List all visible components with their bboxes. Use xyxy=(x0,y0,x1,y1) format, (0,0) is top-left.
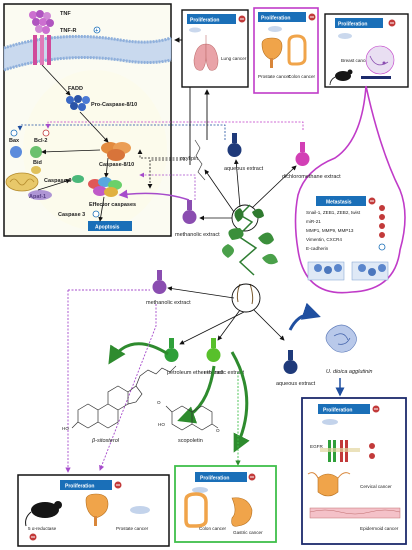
rat-icon xyxy=(25,501,62,527)
scopoletin-structure xyxy=(165,405,219,431)
dichloromethane-label: dichloromethane extract xyxy=(282,174,341,180)
metastasis-item-0: Snail-1, ZEB1, ZEB2, twist xyxy=(306,210,361,215)
svg-text:+: + xyxy=(95,28,98,34)
aqueous-bottom-label: aqueous extract xyxy=(276,381,316,387)
proliferation-label-bottom-right: Proliferation xyxy=(323,408,352,414)
box-cervical-epidermoid: Proliferation EGFR Cervical cancer Epide… xyxy=(301,397,407,545)
apoptosis-label: Apoptosis xyxy=(95,225,120,231)
metastasis-item-4: E-cadherin xyxy=(306,246,329,251)
colon-bottom-icon xyxy=(184,492,208,528)
metastasis-item-3: Vimentin, CXCR4 xyxy=(306,237,342,242)
agglutinin-label: U. dioica agglutinin xyxy=(326,369,372,375)
oxylipin-structure xyxy=(194,139,206,181)
flask-ethanolic xyxy=(206,338,221,362)
ethanolic-label: ethanolic extract xyxy=(204,370,245,376)
flask-methanolic-lower xyxy=(152,270,167,294)
effector-label: Effector caspases xyxy=(89,202,136,208)
tnf-r-label: TNF-R xyxy=(60,28,77,34)
alpha-reductase-label: 5 α-reductase xyxy=(28,526,57,531)
mitochondrion xyxy=(5,172,39,192)
apoptosis-banner xyxy=(88,221,132,231)
breast-label: Breast cancer xyxy=(341,58,370,63)
colon-label: Colon cancer xyxy=(288,74,316,79)
plus-icon xyxy=(93,26,101,34)
methanolic-upper-label: methanolic extract xyxy=(175,232,220,238)
prostate-icon xyxy=(261,37,283,61)
uterus-icon xyxy=(317,473,339,497)
petroleum-ether-label: petroleum ether extract xyxy=(167,370,224,376)
caspase-8-10-label: Caspase-8/10 xyxy=(99,162,134,168)
flask-aqueous-top xyxy=(227,133,242,157)
nettle-plant xyxy=(222,204,278,313)
apoptosis-panel: TNF TNF-R + FADD Pro-Caspase-8/10 Bax Bc… xyxy=(3,3,172,237)
stomach-icon xyxy=(231,497,253,527)
box-colon-gastric: Proliferation Colon cancer Gastric cance… xyxy=(174,465,277,543)
colon-icon xyxy=(287,34,307,66)
box-breast: Proliferation Breast cancer xyxy=(324,13,409,88)
cervical-label: Cervical cancer xyxy=(360,484,392,489)
epidermoid-label: Epidermoid cancer xyxy=(360,526,399,531)
svg-text:HO: HO xyxy=(158,422,165,427)
lung-icon xyxy=(193,35,207,71)
effector-caspase-cluster xyxy=(88,177,122,197)
colon-bottom-label: Colon cancer xyxy=(199,526,227,531)
svg-text:O: O xyxy=(157,400,161,405)
oxylipin-label: oxylipin xyxy=(180,156,198,162)
proliferation-label-bottom-left: Proliferation xyxy=(65,484,94,490)
mouse-icon xyxy=(329,69,353,86)
proliferation-label-breast: Proliferation xyxy=(338,22,367,28)
egfr-label: EGFR xyxy=(310,444,323,449)
methanolic-lower-label: methanolic extract xyxy=(146,300,191,306)
metastasis-title: Metastasis xyxy=(326,200,352,206)
flask-methanolic-upper xyxy=(182,200,197,224)
box-prostate-colon: Proliferation Prostate cancer Colon canc… xyxy=(253,7,319,94)
svg-text:O: O xyxy=(216,428,220,433)
metastasis-item-1: miR-21 xyxy=(306,219,321,224)
sitosterol-structure xyxy=(71,365,177,429)
caspase-3-label: Caspase 3 xyxy=(58,212,85,218)
flask-aqueous-bottom xyxy=(283,350,298,374)
svg-text:HO: HO xyxy=(62,426,69,431)
fadd-cluster xyxy=(66,95,90,111)
breast-icon xyxy=(365,45,395,75)
gastric-label: Gastric cancer xyxy=(233,530,263,535)
tnf-trimer xyxy=(29,10,54,34)
prostate-bottom-label: Prostate cancer xyxy=(116,526,149,531)
bid-label: Bid xyxy=(33,160,42,166)
skin-icon xyxy=(309,507,401,519)
aqueous-top-label: aqueous extract xyxy=(224,166,264,172)
pro-caspase-label: Pro-Caspase-8/10 xyxy=(91,102,137,108)
lung-cancer-label: Lung cancer xyxy=(221,56,247,61)
prostate-label: Prostate cancer xyxy=(258,74,291,79)
agglutinin-structure xyxy=(325,324,357,353)
bax-label: Bax xyxy=(9,138,20,144)
tnf-label: TNF xyxy=(60,11,71,17)
box-lung: Proliferation Lung cancer xyxy=(181,9,249,88)
proliferation-label-bottom-middle: Proliferation xyxy=(200,476,229,482)
caspase-8-10-cluster xyxy=(101,142,131,161)
flask-petroleum-ether xyxy=(164,338,179,362)
metastasis-panel: Metastasis Snail-1, ZEB1, ZEB2, twist mi… xyxy=(294,85,406,294)
egfr-receptor xyxy=(320,440,360,462)
prostate-bottom-icon xyxy=(85,493,109,519)
scopoletin-label: scopoletin xyxy=(178,438,203,444)
bcl2-label: Bcl-2 xyxy=(34,138,47,144)
metastasis-cells xyxy=(307,261,389,281)
metastasis-item-2: MMP1, MMP9, MMP13 xyxy=(306,228,354,233)
fadd-label: FADD xyxy=(68,86,83,92)
sitosterol-label: β-sitosterol xyxy=(91,438,120,444)
proliferation-label-lung: Proliferation xyxy=(190,18,219,24)
caspase-9-label: Caspase-9 xyxy=(44,178,72,184)
flask-dichloromethane xyxy=(295,142,310,166)
proliferation-label-prostate: Proliferation xyxy=(261,16,290,22)
box-prostate-bottom: Proliferation 5 α-reductase Prostate can… xyxy=(17,474,170,547)
